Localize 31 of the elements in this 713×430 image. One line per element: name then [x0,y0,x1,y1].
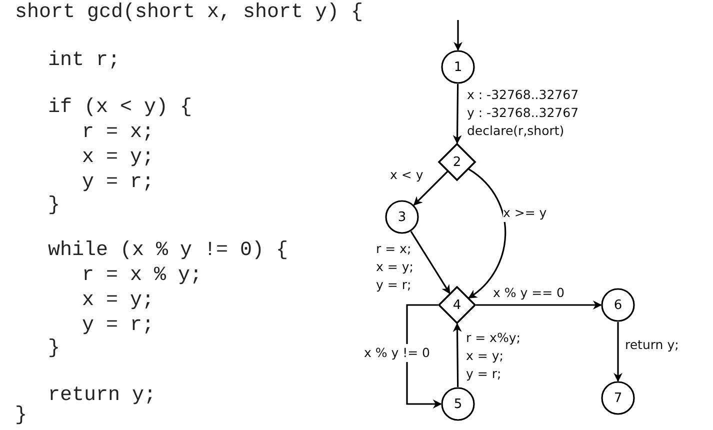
arrow [452,84,462,144]
code-line: y = r; [82,315,154,337]
state-circle: 3 [385,200,419,234]
arrow [413,170,448,206]
code-line: x = y; [82,147,154,169]
decision-diamond: 2 [438,143,476,181]
state-circle: 5 [441,387,475,421]
code-line: int r; [48,50,120,72]
code-line: short gcd(short x, short y) { [15,2,364,24]
arrow [476,300,602,310]
state-circle: 6 [601,288,635,322]
code-line: } [48,338,60,360]
code-line: x = y; [82,290,154,312]
arrow [452,322,462,387]
code-line: r = x; [82,122,154,144]
code-line: r = x % y; [82,265,202,287]
decision-diamond: 4 [438,286,476,324]
arrow [406,304,442,408]
arrow [614,322,622,382]
code-line: y = r; [82,172,154,194]
arrow [454,20,462,51]
state-circle: 1 [441,50,475,84]
code-line: return y; [48,385,156,407]
state-circle: 7 [601,381,635,415]
code-line: } [48,195,60,217]
code-line: } [15,405,28,427]
edge-label: x % y != 0 [364,344,430,362]
arrow [468,168,506,298]
code-line: if (x < y) { [48,97,192,119]
code-line: while (x % y != 0) { [48,240,288,262]
arrow [410,231,450,294]
